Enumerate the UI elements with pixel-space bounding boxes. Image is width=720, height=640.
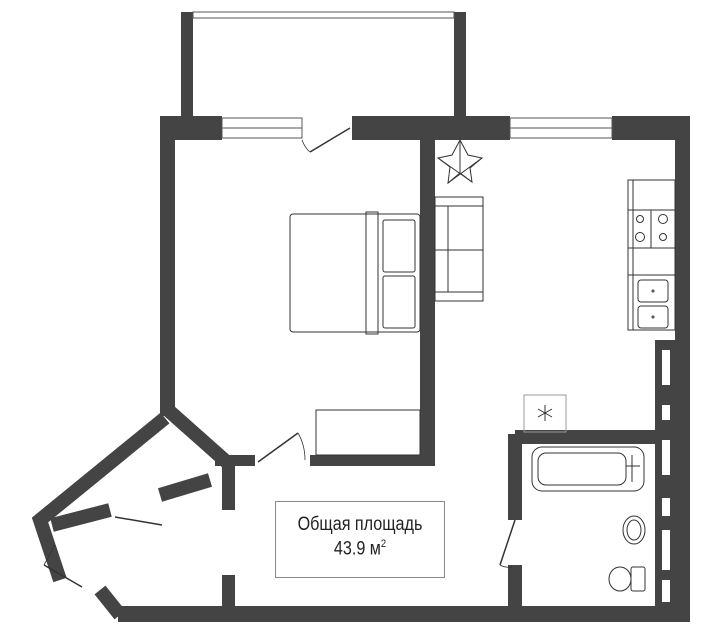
diagonal-wall bbox=[163, 404, 235, 471]
washbasin bbox=[622, 515, 646, 545]
entry-door bbox=[43, 564, 83, 588]
balcony-left-wall bbox=[181, 12, 193, 118]
left-wall bbox=[160, 116, 175, 416]
doors bbox=[43, 127, 516, 588]
sink-icon bbox=[637, 279, 669, 329]
pillow bbox=[382, 275, 416, 329]
entry-walls bbox=[31, 404, 235, 620]
top-wall bbox=[352, 116, 510, 140]
diagonal-wall bbox=[94, 585, 126, 620]
wall-slots bbox=[662, 350, 670, 602]
snowflake-icon bbox=[537, 405, 553, 421]
furniture bbox=[289, 138, 676, 592]
corridor-wall bbox=[222, 466, 235, 510]
bathroom-door bbox=[499, 519, 516, 566]
slot bbox=[662, 498, 670, 516]
partition-wall bbox=[420, 140, 435, 465]
kitchen-counter bbox=[627, 179, 676, 331]
total-area-title: Общая площадь bbox=[297, 514, 423, 535]
entry-door bbox=[114, 516, 163, 526]
slot bbox=[662, 440, 670, 475]
diagonal-wall bbox=[157, 473, 213, 502]
armchair bbox=[434, 196, 484, 302]
area-unit-sup: 2 bbox=[380, 538, 387, 550]
bed bbox=[289, 213, 421, 333]
balcony-window bbox=[192, 11, 455, 19]
bathroom-left-wall bbox=[508, 565, 522, 610]
total-area-value: 43.9 м2 bbox=[289, 535, 432, 558]
bedroom-door bbox=[257, 432, 299, 463]
bed-frame bbox=[365, 211, 379, 335]
diagonal-wall bbox=[50, 503, 112, 532]
pillow bbox=[382, 219, 416, 273]
slot bbox=[662, 350, 670, 385]
plant-icon bbox=[436, 138, 484, 185]
slot bbox=[662, 405, 670, 420]
fridge bbox=[523, 394, 567, 433]
bedroom-bottom-wall bbox=[215, 455, 255, 466]
area-number: 43.9 м bbox=[333, 538, 381, 560]
bathtub bbox=[531, 446, 645, 492]
windows bbox=[192, 11, 613, 139]
bathroom-top-wall bbox=[515, 430, 655, 444]
balcony-right-wall bbox=[454, 12, 466, 118]
bathroom-left-wall bbox=[508, 434, 522, 520]
bottom-wall bbox=[118, 606, 690, 622]
diagonal-wall bbox=[31, 412, 170, 583]
right-wall bbox=[675, 116, 690, 622]
balcony-door bbox=[309, 127, 351, 153]
wardrobe bbox=[315, 409, 421, 456]
toilet bbox=[608, 566, 632, 592]
slot bbox=[662, 530, 670, 570]
total-area-label: Общая площадь 43.9 м2 bbox=[275, 501, 445, 578]
stove-icon bbox=[635, 214, 668, 242]
slot bbox=[662, 580, 670, 602]
bedroom-bottom-wall bbox=[310, 455, 435, 466]
corridor-wall bbox=[222, 575, 235, 610]
